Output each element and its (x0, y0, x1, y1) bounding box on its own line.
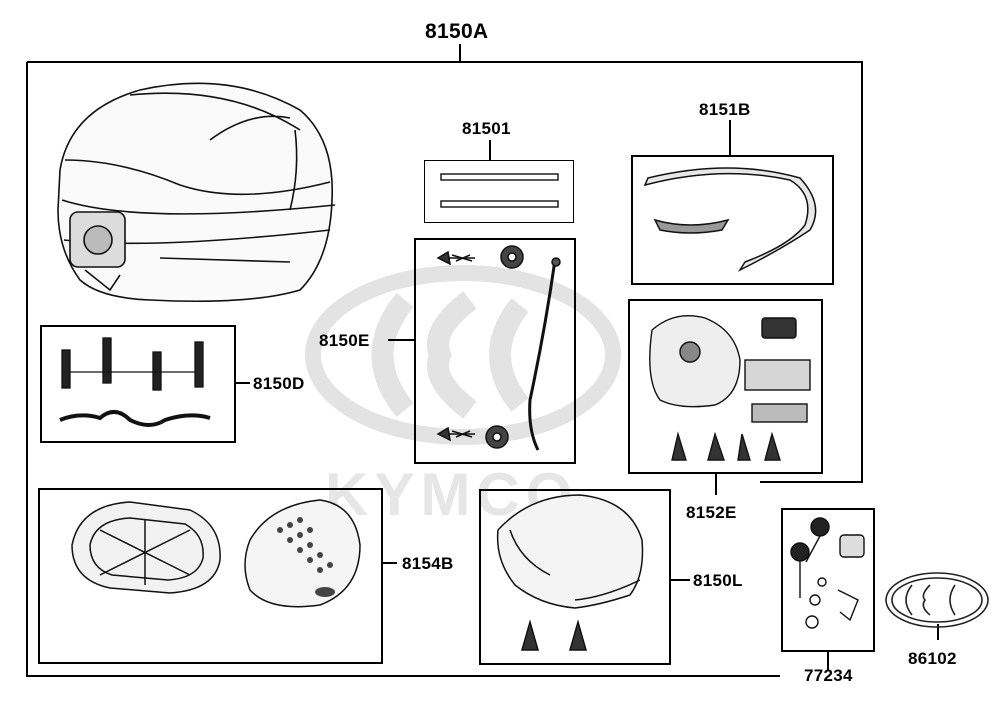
part-box-8150L (479, 489, 671, 665)
bolts-illustration (59, 337, 211, 427)
part-label-8150E: 8150E (319, 331, 370, 350)
part-label-8152E: 8152E (686, 503, 737, 522)
hardware-illustration (436, 245, 561, 451)
strips-illustration (440, 173, 559, 208)
part-label-8154B: 8154B (402, 554, 454, 573)
part-box-8152E (628, 299, 823, 474)
part-label-8151B: 8151B (699, 100, 751, 119)
part-box-8150E (414, 238, 576, 464)
part-label-8150D: 8150D (253, 374, 305, 393)
part-box-77234 (781, 508, 875, 652)
lid-illustration (496, 494, 644, 651)
part-label-77234: 77234 (804, 666, 853, 685)
part-label-86102: 86102 (908, 649, 957, 668)
key-set-illustration (790, 517, 865, 629)
part-box-8154B (38, 488, 383, 664)
top-case-illustration (57, 82, 336, 303)
trim-illustration (643, 167, 817, 272)
part-box-81501 (424, 160, 574, 223)
part-box-8150D (40, 325, 236, 443)
kymco-emblem-icon (885, 572, 989, 628)
part-label-8150L: 8150L (693, 571, 743, 590)
base-plate-illustration (71, 499, 361, 608)
part-label-81501: 81501 (462, 119, 511, 138)
part-box-8151B (631, 155, 834, 285)
title-label-8150A: 8150A (425, 20, 489, 43)
lock-parts-illustration (649, 315, 811, 461)
